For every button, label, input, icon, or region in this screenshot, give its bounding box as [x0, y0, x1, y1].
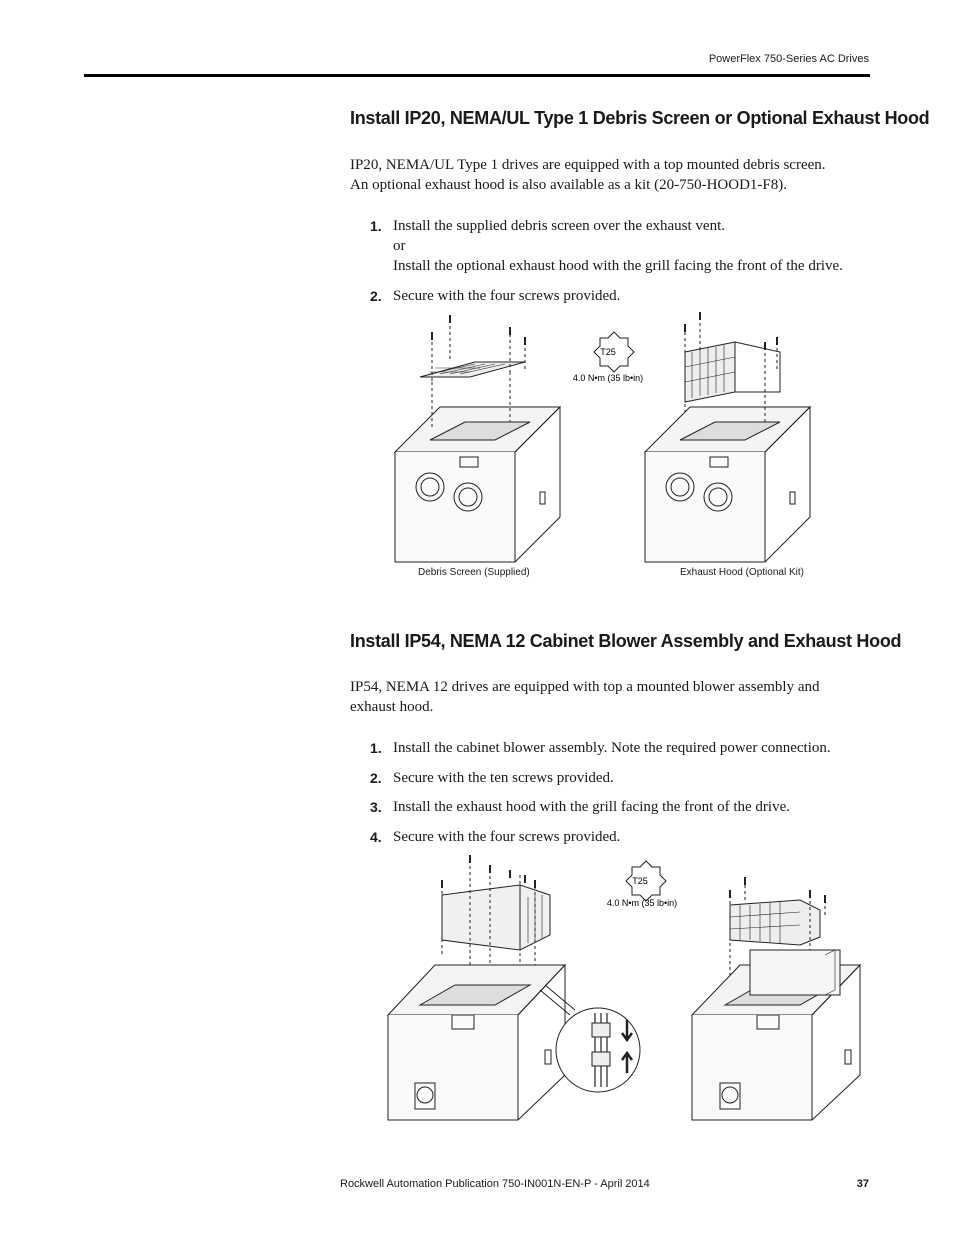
section2-step-2: 2. Secure with the ten screws provided. [370, 768, 875, 788]
step-text: Secure with the four screws provided. [393, 288, 621, 304]
step-text: Install the exhaust hood with the grill … [393, 799, 790, 815]
step-text: Install the supplied debris screen over … [393, 216, 875, 276]
running-header: PowerFlex 750-Series AC Drives [708, 53, 869, 65]
step-text: Secure with the ten screws provided. [393, 770, 614, 786]
section1-step-1: 1. Install the supplied debris screen ov… [370, 216, 875, 276]
step-text-line2: or [393, 238, 406, 254]
step-number: 1. [370, 740, 382, 756]
drive-right-drawing [643, 312, 812, 563]
step-number: 2. [370, 288, 382, 304]
caption-debris-screen: Debris Screen (Supplied) [418, 567, 530, 578]
step-number: 2. [370, 770, 382, 786]
power-connector-callout [539, 984, 641, 1093]
tool-label: T25 [632, 876, 648, 886]
torque-label: 4.0 N•m (35 lb•in) [607, 898, 677, 908]
tool-label: T25 [600, 347, 616, 357]
step-text: Install the cabinet blower assembly. Not… [393, 740, 831, 756]
caption-exhaust-hood: Exhaust Hood (Optional Kit) [680, 567, 804, 578]
torx-bit-icon [625, 860, 667, 902]
section2-step-1: 1. Install the cabinet blower assembly. … [370, 738, 875, 758]
step-number: 3. [370, 799, 382, 815]
step-text-line3: Install the optional exhaust hood with t… [393, 258, 843, 274]
debris-screen-exhaust-hood-illustration: T25 4.0 N•m (35 lb•in) [393, 312, 812, 563]
blower-assembly-exhaust-hood-illustration: T25 4.0 N•m (35 lb•in) [386, 855, 862, 1121]
step-number: 4. [370, 829, 382, 845]
section1-intro-line2: An optional exhaust hood is also availab… [350, 177, 787, 193]
section2-step-3: 3. Install the exhaust hood with the gri… [370, 797, 875, 817]
torque-label: 4.0 N•m (35 lb•in) [573, 373, 643, 383]
step-text-line1: Install the supplied debris screen over … [393, 218, 725, 234]
section1-intro: IP20, NEMA/UL Type 1 drives are equipped… [350, 155, 875, 195]
section2-intro-line2: exhaust hood. [350, 699, 434, 715]
section1-intro-line1: IP20, NEMA/UL Type 1 drives are equipped… [350, 157, 826, 173]
header-rule [84, 74, 870, 77]
torx-bit-icon [593, 331, 635, 373]
section1-step-2: 2. Secure with the four screws provided. [370, 286, 875, 306]
section2-intro-line1: IP54, NEMA 12 drives are equipped with t… [350, 679, 820, 695]
page-number: 37 [856, 1178, 869, 1190]
step-number: 1. [370, 218, 382, 234]
drive-left-drawing [393, 315, 562, 563]
drive-right-drawing [690, 877, 862, 1121]
drive-left-drawing [386, 855, 567, 1121]
step-text: Secure with the four screws provided. [393, 829, 621, 845]
section-heading-ip54: Install IP54, NEMA 12 Cabinet Blower Ass… [350, 631, 902, 651]
section2-intro: IP54, NEMA 12 drives are equipped with t… [350, 677, 875, 717]
section-heading-ip20: Install IP20, NEMA/UL Type 1 Debris Scre… [350, 108, 930, 128]
section2-step-4: 4. Secure with the four screws provided. [370, 827, 875, 847]
footer-publication: Rockwell Automation Publication 750-IN00… [340, 1178, 650, 1190]
